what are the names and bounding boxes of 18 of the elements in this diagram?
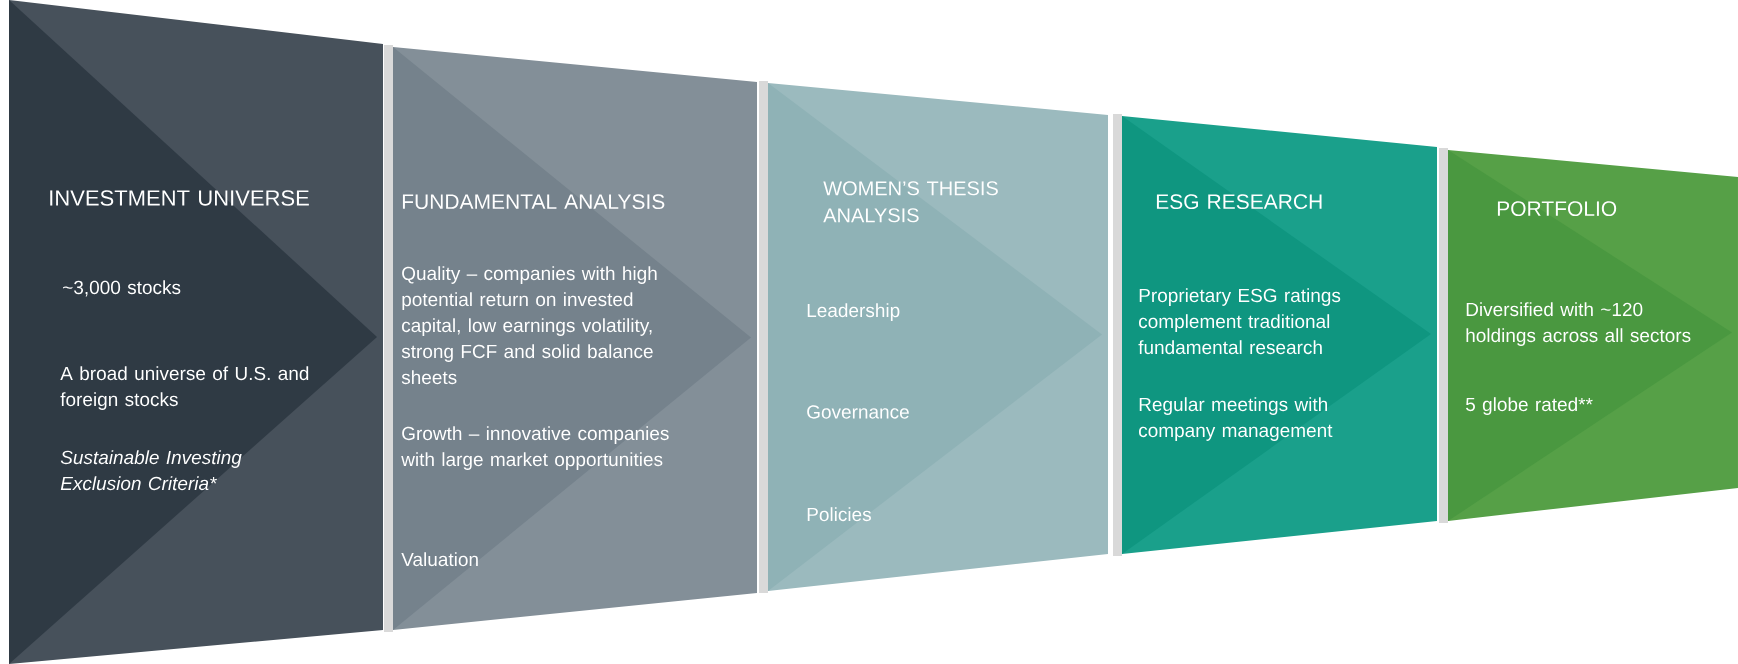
stage-text: Proprietary ESG ratings complement traditional fundamental research: [1138, 288, 1341, 355]
stage-text: A broad universe of U.S. and foreign stocks: [60, 366, 309, 410]
stage-text: 5 globe rated**: [1465, 397, 1593, 415]
stage-title: FUNDAMENTAL ANALYSIS: [402, 194, 665, 210]
stage-text: ~3,000 stocks: [63, 280, 181, 297]
stage-text: Growth – innovative companies with large market opportunities: [401, 426, 669, 470]
stage-text: Governance: [807, 405, 909, 419]
stage-text: Regular meetings with company management: [1139, 397, 1333, 441]
stage-text: Diversified with ~120 holdings across all sectors: [1466, 302, 1691, 346]
stage-title: ESG RESEARCH: [1156, 194, 1322, 210]
stage-text: Leadership: [807, 303, 900, 321]
stage-title: PORTFOLIO: [1497, 201, 1617, 217]
stage-text: Policies: [807, 507, 871, 522]
stage-text: Sustainable Investing Exclusion Criteria*: [60, 450, 242, 491]
stage-text: Quality – companies with high potential return on invested capital, low earnings volatility, strong FCF and solid balance sheets: [401, 266, 657, 385]
stage-title: INVESTMENT UNIVERSE: [50, 190, 309, 206]
stage-text: Valuation: [401, 552, 478, 567]
stage-title: WOMEN’S THESIS ANALYSIS: [823, 181, 998, 223]
